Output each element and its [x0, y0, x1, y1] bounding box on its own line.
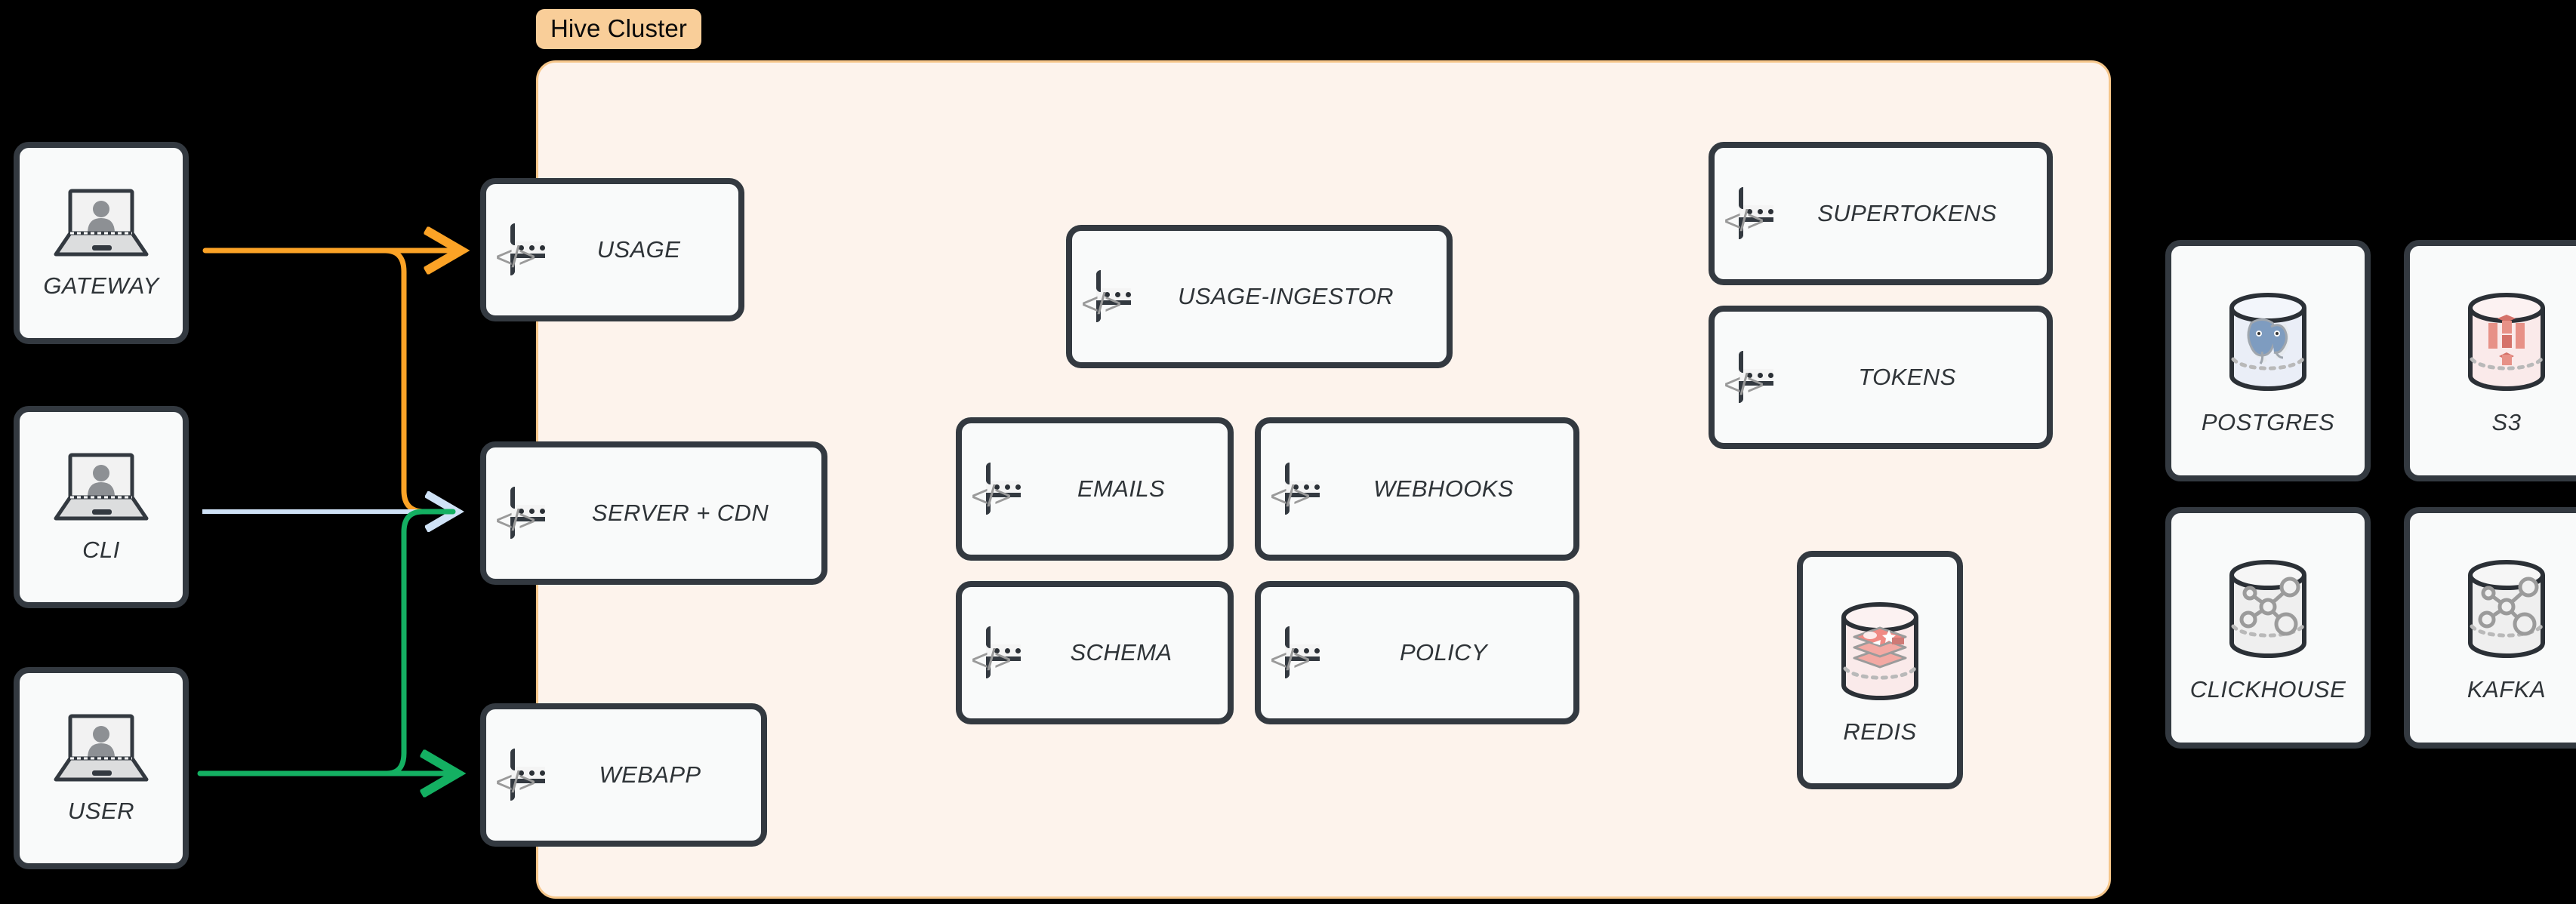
- datastore-node-redis[interactable]: REDIS: [1797, 551, 1963, 789]
- service-label: WEBHOOKS: [1373, 475, 1514, 502]
- datastore-label: CLICKHOUSE: [2189, 676, 2346, 703]
- code-window-icon: </>: [495, 487, 545, 539]
- service-label: EMAILS: [1077, 475, 1166, 502]
- service-node-emails[interactable]: </> EMAILS: [956, 417, 1234, 561]
- client-label: GATEWAY: [43, 272, 159, 299]
- service-node-supertokens[interactable]: </> SUPERTOKENS: [1709, 142, 2053, 285]
- datastore-node-s3[interactable]: S3: [2404, 240, 2576, 481]
- client-label: CLI: [82, 537, 120, 563]
- service-label: SUPERTOKENS: [1817, 200, 1997, 226]
- service-node-schema[interactable]: </> SCHEMA: [956, 581, 1234, 724]
- laptop-user-icon: [51, 450, 151, 526]
- service-node-server-cdn[interactable]: </> SERVER + CDN: [480, 441, 827, 585]
- service-label: TOKENS: [1858, 364, 1956, 390]
- service-label: SERVER + CDN: [591, 500, 769, 526]
- service-label: SCHEMA: [1070, 639, 1172, 666]
- service-node-usage-ingestor[interactable]: </> USAGE-INGESTOR: [1066, 225, 1453, 368]
- client-node-user[interactable]: USER: [14, 667, 189, 869]
- postgres-database-icon: [2215, 285, 2321, 398]
- hive-cluster-label: Hive Cluster: [536, 9, 701, 49]
- datastore-node-postgres[interactable]: POSTGRES: [2165, 240, 2371, 481]
- service-label: POLICY: [1399, 639, 1488, 666]
- datastore-label: KAFKA: [2467, 676, 2547, 703]
- datastore-node-kafka[interactable]: KAFKA: [2404, 507, 2576, 749]
- service-label: USAGE-INGESTOR: [1178, 283, 1394, 309]
- datastore-label: S3: [2491, 409, 2522, 435]
- service-label: WEBAPP: [599, 761, 701, 788]
- code-window-icon: </>: [1081, 270, 1131, 322]
- redis-database-icon: [1827, 595, 1933, 708]
- client-node-cli[interactable]: CLI: [14, 406, 189, 608]
- service-label: USAGE: [596, 236, 681, 263]
- code-window-icon: </>: [495, 223, 545, 275]
- code-window-icon: </>: [1724, 187, 1773, 239]
- laptop-user-icon: [51, 186, 151, 262]
- code-window-icon: </>: [971, 626, 1021, 678]
- code-window-icon: </>: [1270, 463, 1320, 515]
- client-label: USER: [67, 798, 135, 824]
- datastore-node-clickhouse[interactable]: CLICKHOUSE: [2165, 507, 2371, 749]
- code-window-icon: </>: [1724, 351, 1773, 403]
- datastore-label: REDIS: [1843, 718, 1917, 745]
- service-node-usage[interactable]: </> USAGE: [480, 178, 744, 321]
- clickhouse-database-icon: [2215, 552, 2321, 666]
- service-node-webhooks[interactable]: </> WEBHOOKS: [1255, 417, 1579, 561]
- s3-database-icon: [2454, 285, 2559, 398]
- kafka-database-icon: [2454, 552, 2559, 666]
- service-node-policy[interactable]: </> POLICY: [1255, 581, 1579, 724]
- code-window-icon: </>: [971, 463, 1021, 515]
- client-node-gateway[interactable]: GATEWAY: [14, 142, 189, 344]
- laptop-user-icon: [51, 712, 151, 787]
- code-window-icon: </>: [495, 749, 545, 801]
- code-window-icon: </>: [1270, 626, 1320, 678]
- service-node-tokens[interactable]: </> TOKENS: [1709, 306, 2053, 449]
- datastore-label: POSTGRES: [2201, 409, 2335, 435]
- service-node-webapp[interactable]: </> WEBAPP: [480, 703, 767, 847]
